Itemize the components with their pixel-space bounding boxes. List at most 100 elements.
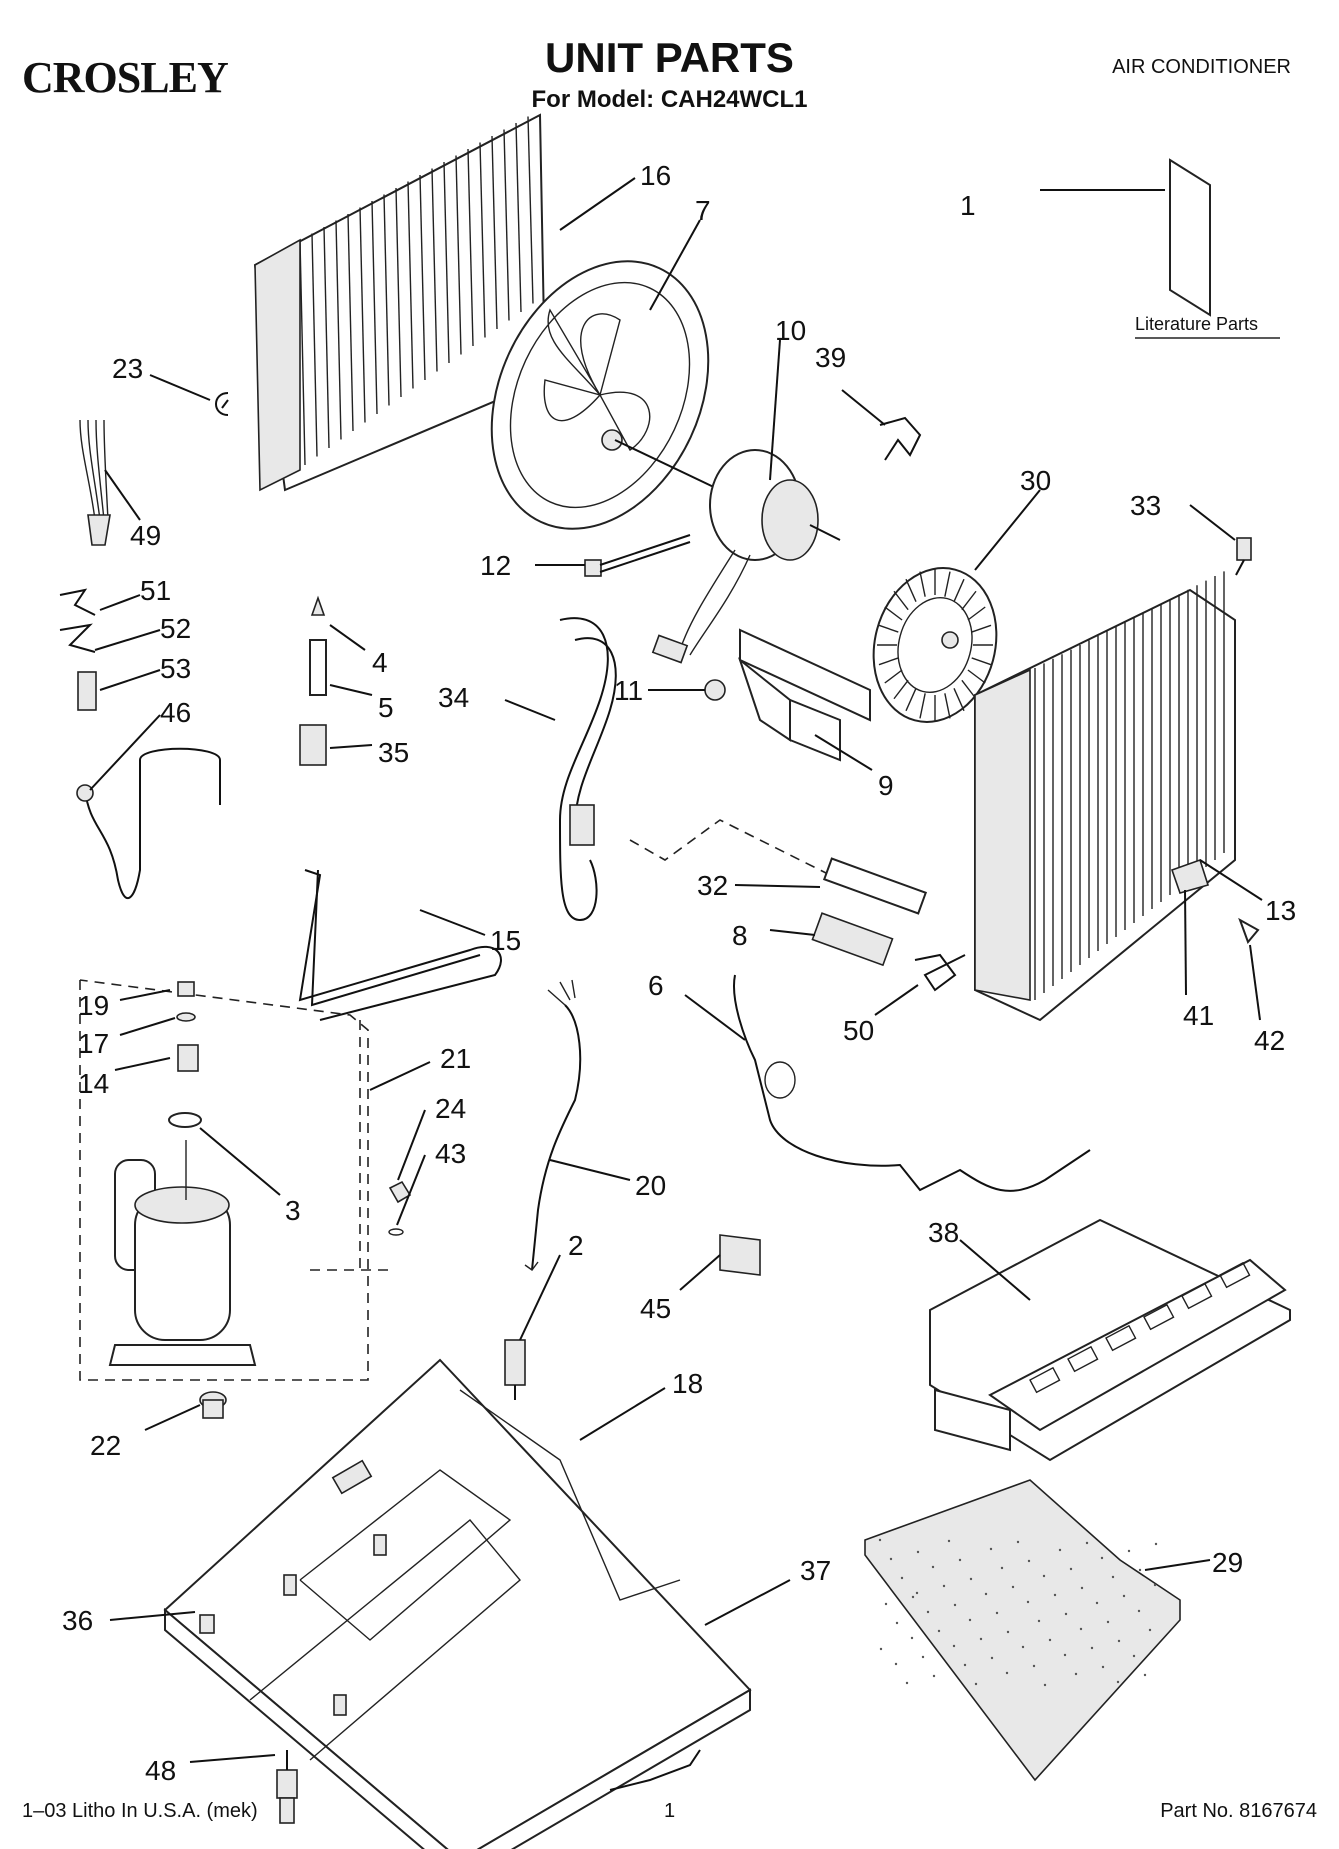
leader-line-51 [99,594,141,611]
literature-caption: Literature Parts [1135,314,1258,334]
cable-tie [584,534,691,577]
callout-51: 51 [140,575,171,606]
leader-line-34 [504,699,556,721]
callout-29: 29 [1212,1547,1243,1578]
leader-line-52 [94,629,161,651]
discharge-tube [298,869,502,1021]
leader-line-50 [874,984,919,1016]
leader-line-33 [1189,504,1236,541]
callout-36: 36 [62,1605,93,1636]
callout-9: 9 [878,770,894,801]
leader-lines [89,177,1263,1763]
callout-17: 17 [78,1028,109,1059]
base-pan [163,1358,752,1849]
access-valve [299,595,327,766]
leader-line-37 [704,1579,791,1626]
callout-15: 15 [490,925,521,956]
fan-shroud [490,260,710,530]
leader-line-39 [841,389,886,426]
leader-line-35 [329,744,373,749]
leader-line-42 [1249,944,1261,1021]
callout-7: 7 [695,195,711,226]
leader-line-20 [549,1159,631,1181]
callout-19: 19 [78,990,109,1021]
leader-line-19 [119,989,171,1001]
footer-page-number: 1 [663,1800,676,1822]
leader-line-18 [579,1387,666,1441]
brand-logo: CROSLEY [22,53,229,102]
callout-14: 14 [78,1068,109,1099]
callout-8: 8 [732,920,748,951]
page-title: UNIT PARTS [545,34,794,81]
leader-line-4 [329,624,366,651]
leader-line-6 [684,994,746,1041]
callout-42: 42 [1254,1025,1285,1056]
callout-13: 13 [1265,895,1296,926]
callout-30: 30 [1020,465,1051,496]
callout-34: 34 [438,682,469,713]
leader-line-2 [519,1254,561,1341]
callout-37: 37 [800,1555,831,1586]
callout-16: 16 [640,160,671,191]
callout-10: 10 [775,315,806,346]
callout-41: 41 [1183,1000,1214,1031]
callout-6: 6 [648,970,664,1001]
leader-line-14 [114,1057,171,1071]
footer-litho: 1–03 Litho In U.S.A. (mek) [22,1800,258,1822]
product-category: AIR CONDITIONER [1112,56,1291,78]
callout-48: 48 [145,1755,176,1786]
leader-line-13 [1199,859,1263,901]
leader-line-8 [769,929,816,936]
callout-45: 45 [640,1293,671,1324]
callout-52: 52 [160,613,191,644]
leader-line-5 [329,684,373,696]
leader-line-32 [734,884,821,888]
callout-20: 20 [635,1170,666,1201]
callout-5: 5 [378,692,394,723]
callout-11: 11 [614,675,643,706]
leader-line-38 [959,1239,1031,1301]
leader-line-9 [814,734,873,771]
bracket-37 [609,1749,701,1791]
callout-numbers: 1234567891011121314151617181920212223242… [62,160,1296,1786]
control-panel [929,1218,1291,1462]
leader-line-10 [769,339,781,481]
literature-part: Literature Parts [1120,158,1280,339]
insulation-pad [864,1479,1181,1782]
leader-line-29 [1144,1559,1211,1571]
grommet [199,1180,412,1419]
callout-1: 1 [960,190,976,221]
leader-line-49 [104,469,141,521]
callout-39: 39 [815,342,846,373]
callout-43: 43 [435,1138,466,1169]
callout-22: 22 [90,1430,121,1461]
leader-line-43 [396,1154,426,1226]
evaporator-coil [974,571,1236,1022]
leader-line-46 [89,714,161,791]
leader-line-36 [109,1611,196,1621]
callout-2: 2 [568,1230,584,1261]
compressor-assembly [79,979,395,1381]
model-subtitle: For Model: CAH24WCL1 [531,86,808,113]
bracket [879,416,922,461]
callout-46: 46 [160,697,191,728]
leader-line-41 [1184,889,1187,996]
leader-line-15 [419,909,486,936]
leader-line-21 [369,1061,431,1091]
fasteners [199,1614,298,1824]
leader-line-45 [679,1254,721,1291]
leader-line-53 [99,669,161,691]
screw [1235,537,1252,576]
suction-tube [558,617,617,922]
leader-line-23 [149,374,211,401]
callout-4: 4 [372,647,388,678]
leader-line-16 [559,177,636,231]
fan-motor [614,439,841,664]
leader-line-30 [974,489,1041,571]
leader-line-3 [199,1127,281,1196]
callout-53: 53 [160,653,191,684]
callout-50: 50 [843,1015,874,1046]
leader-line-48 [189,1754,276,1763]
callout-35: 35 [378,737,409,768]
